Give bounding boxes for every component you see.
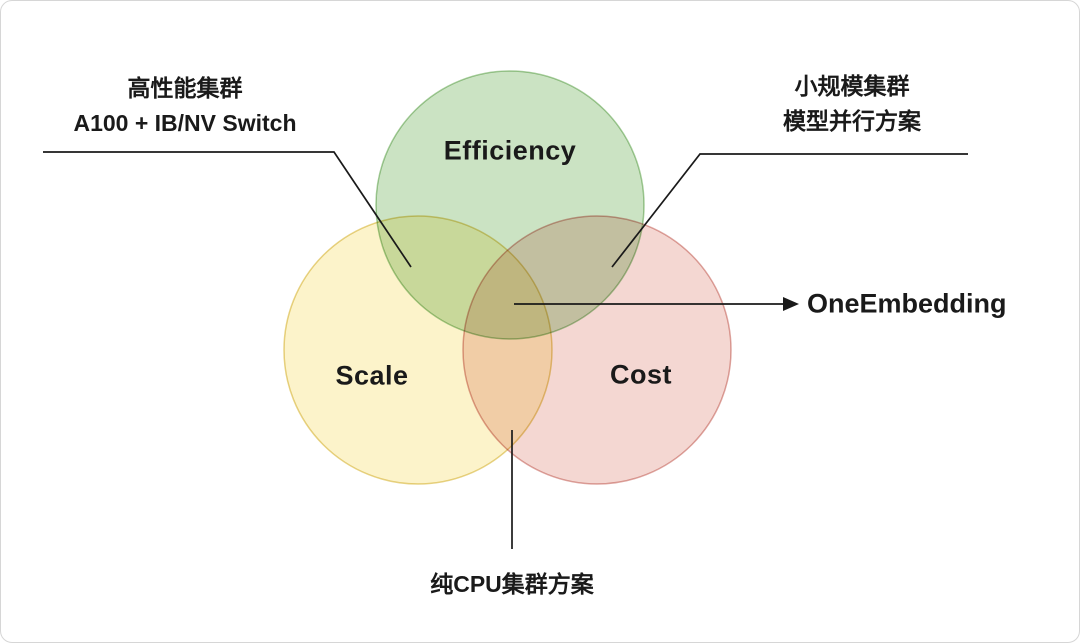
- arrowhead-icon: [783, 297, 799, 311]
- annotation-bottom: 纯CPU集群方案: [430, 571, 594, 597]
- annotation-top-right-line1: 小规模集群: [794, 73, 910, 99]
- oneembedding-label: OneEmbedding: [807, 288, 1007, 319]
- annotation-top-left-line2: A100 + IB/NV Switch: [73, 109, 297, 136]
- topleft-connector-line: [43, 151, 412, 268]
- efficiency-circle-outline: [375, 70, 645, 340]
- cost-circle: [463, 216, 731, 484]
- cost-circle-outline: [462, 215, 732, 485]
- venn-circles: [284, 71, 731, 484]
- cost-label: Cost: [610, 359, 672, 390]
- venn-circle-outlines: [283, 70, 732, 485]
- annotation-top-right: 小规模集群 模型并行方案: [783, 69, 921, 138]
- annotation-top-right-line2: 模型并行方案: [783, 107, 921, 134]
- annotation-top-left: 高性能集群 A100 + IB/NV Switch: [73, 71, 296, 140]
- scale-label: Scale: [335, 360, 409, 391]
- scale-circle-outline: [283, 215, 553, 485]
- annotation-top-left-line1: 高性能集群: [127, 75, 243, 101]
- topright-connector-line: [611, 153, 968, 268]
- efficiency-label: Efficiency: [443, 135, 577, 166]
- connector-lines: [43, 151, 968, 549]
